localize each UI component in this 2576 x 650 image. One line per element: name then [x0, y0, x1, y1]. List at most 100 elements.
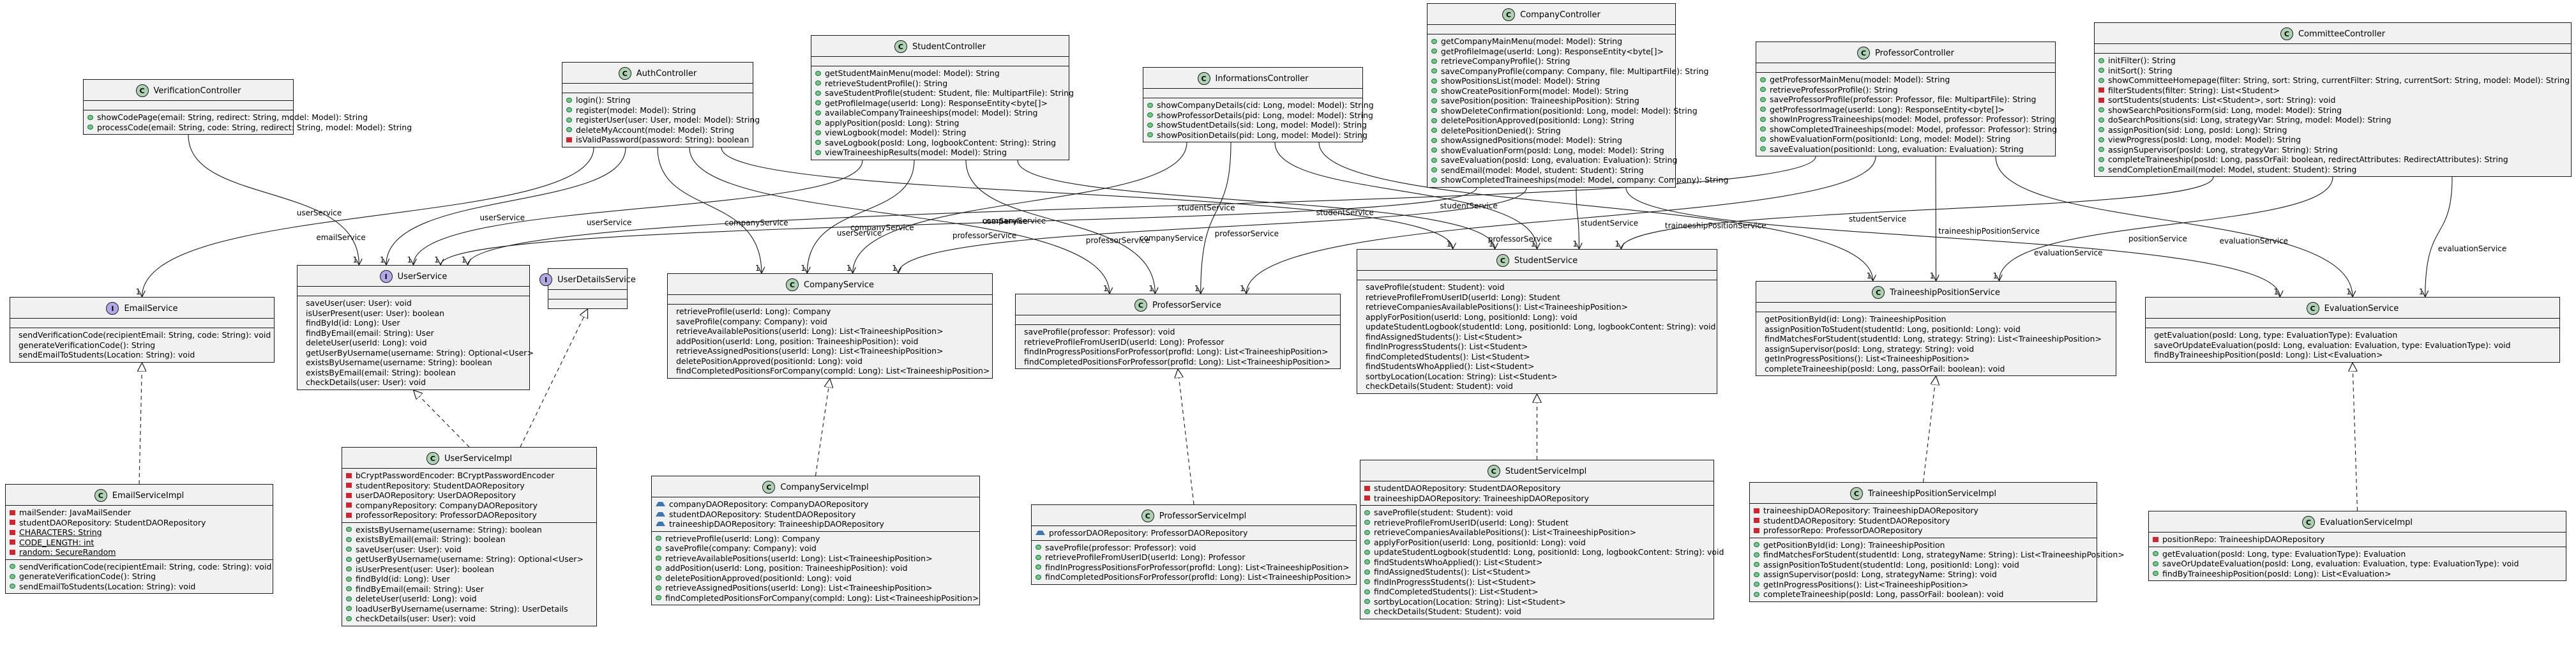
method-text: updateStudentLogbook(studentId: Long, po…: [1366, 322, 1716, 331]
fields-section: [84, 101, 293, 110]
method-row: getUserByUsername(username: String): Opt…: [301, 348, 534, 358]
method-text: findById(id: Long): User: [306, 318, 400, 328]
method-row: retrieveStudentProfile(): String: [815, 79, 1065, 89]
method-row: loadUserByUsername(username: String): Us…: [346, 604, 592, 614]
method-row: getEvaluation(posId: Long, type: Evaluat…: [2153, 549, 2562, 559]
public-visibility-icon: [346, 527, 352, 533]
method-text: showCompanyDetails(cid: Long, model: Mod…: [1157, 100, 1374, 110]
public-visibility-icon: [815, 140, 821, 146]
method-row: generateVerificationCode(): String: [14, 340, 270, 351]
field-row: traineeshipDAORepository: TraineeshipDAO…: [1754, 506, 2093, 516]
package-visibility-icon: [656, 522, 665, 527]
class-name: CompanyService: [804, 280, 874, 290]
method-text: retrieveCompaniesAvailablePositions(): L…: [1366, 302, 1628, 312]
method-row: getProfileImage(userId: Long): ResponseE…: [1431, 47, 1671, 57]
method-text: viewTraineeshipResults(model: Model): St…: [825, 147, 1007, 157]
association-edge: [853, 142, 1187, 273]
method-text: findById(id: Long): User: [356, 574, 450, 584]
method-text: findCompletedPositionsForCompany(compId:…: [676, 366, 990, 375]
association-edge: [1246, 156, 1876, 294]
method-row: findAssignedStudents(): List<Student>: [1364, 567, 1710, 577]
method-row: showCodePage(email: String, redirect: St…: [87, 112, 368, 123]
public-visibility-icon: [1760, 77, 1766, 82]
package-visibility-icon: [1036, 531, 1045, 536]
method-row: findInProgressStudents(): List<Student>: [1364, 577, 1710, 587]
class-name: AuthController: [636, 68, 697, 79]
method-row: initSort(): String: [2098, 66, 2567, 76]
fields-section: [10, 319, 274, 328]
method-row: getUserByUsername(username: String): Opt…: [346, 554, 592, 564]
field-text: userDAORepository: UserDAORepository: [356, 490, 516, 500]
method-row: showDeleteConfirmation(positionId: Long,…: [1431, 106, 1698, 116]
class-name: TraineeshipPositionServiceImpl: [1867, 488, 1997, 499]
class-name: EvaluationServiceImpl: [2320, 517, 2413, 527]
no-visibility-icon: [2150, 343, 2154, 347]
private-visibility-icon: [10, 520, 15, 525]
association-edge: [1621, 176, 2214, 249]
method-row: applyForPosition(userId: Long, positionI…: [1364, 538, 1710, 548]
no-visibility-icon: [1361, 285, 1366, 289]
method-text: findByTraineeshipPosition(posId: Long): …: [2162, 568, 2391, 578]
method-row: addPosition(userId: Long, position: Trai…: [656, 563, 975, 573]
public-visibility-icon: [1431, 167, 1437, 173]
method-row: register(model: Model): String: [566, 105, 749, 116]
no-visibility-icon: [1361, 315, 1366, 319]
private-visibility-icon: [10, 510, 15, 515]
public-visibility-icon: [1036, 545, 1041, 550]
no-visibility-icon: [301, 380, 306, 384]
method-row: assignPositionToStudent(studentId: Long,…: [1754, 560, 2093, 570]
method-text: assignPositionToStudent(studentId: Long,…: [1763, 559, 2019, 570]
fields-section: [2095, 44, 2571, 53]
public-visibility-icon: [346, 566, 352, 572]
field-text: studentDAORepository: StudentDAOReposito…: [19, 517, 206, 527]
method-row: completeTraineeship(posId: Long, passOrF…: [1760, 364, 2112, 374]
field-text: positionRepo: TraineeshipDAORepository: [2162, 534, 2325, 544]
methods-section: getCompanyMainMenu(model: Model): String…: [1427, 34, 1728, 187]
method-row: saveProfessorProfile(professor: Professo…: [1760, 94, 2051, 105]
method-text: showDeleteConfirmation(positionId: Long,…: [1441, 105, 1698, 116]
class-icon: C: [1197, 72, 1210, 85]
public-visibility-icon: [2153, 561, 2158, 566]
method-row: retrieveAvailablePositions(userId: Long)…: [656, 554, 975, 564]
method-text: saveLogbook(posId: Long, logbookContent:…: [825, 137, 1057, 147]
multiplicity-label: 1: [1194, 284, 1200, 293]
association-edge: [898, 187, 1527, 273]
method-row: sendEmail(model: Model, student: Student…: [1431, 165, 1671, 176]
public-visibility-icon: [1754, 571, 1759, 577]
method-text: addPosition(userId: Long, position: Trai…: [676, 336, 919, 346]
field-text: traineeshipDAORepository: TraineeshipDAO…: [669, 519, 884, 529]
public-visibility-icon: [1364, 608, 1370, 614]
method-row: checkDetails(Student: Student): void: [1364, 607, 1710, 617]
realization-edge: [815, 379, 831, 476]
method-text: findInProgressStudents(): List<Student>: [1374, 577, 1537, 587]
multiplicity-label: 1: [380, 255, 385, 264]
method-text: retrieveProfile(userId: Long): Company: [665, 533, 820, 543]
methods-section: getPositionById(id: Long): TraineeshipPo…: [1756, 312, 2116, 375]
multiplicity-label: 1: [1489, 239, 1494, 248]
no-visibility-icon: [14, 343, 19, 347]
association-edge: [142, 147, 594, 297]
method-row: assignSupervisor(posId: Long, strategyVa…: [2098, 145, 2567, 155]
association-edge: [468, 156, 1816, 265]
field-text: studentDAORepository: StudentDAOReposito…: [1374, 483, 1561, 493]
method-row: findById(id: Long): User: [346, 574, 592, 584]
no-visibility-icon: [672, 349, 676, 353]
class-name: StudentServiceImpl: [1505, 466, 1587, 476]
public-visibility-icon: [2098, 137, 2104, 142]
class-icon: C: [1141, 510, 1154, 522]
class-icon: C: [1134, 299, 1147, 312]
no-visibility-icon: [1020, 329, 1024, 334]
multiplicity-label: 1: [801, 264, 806, 273]
association-label: emailService: [316, 233, 365, 242]
no-visibility-icon: [1361, 335, 1366, 339]
association-label: studentService: [1849, 215, 1906, 223]
method-text: retrieveCompaniesAvailablePositions(): L…: [1374, 527, 1636, 537]
private-visibility-icon: [10, 540, 15, 545]
association-label: userService: [479, 213, 525, 222]
